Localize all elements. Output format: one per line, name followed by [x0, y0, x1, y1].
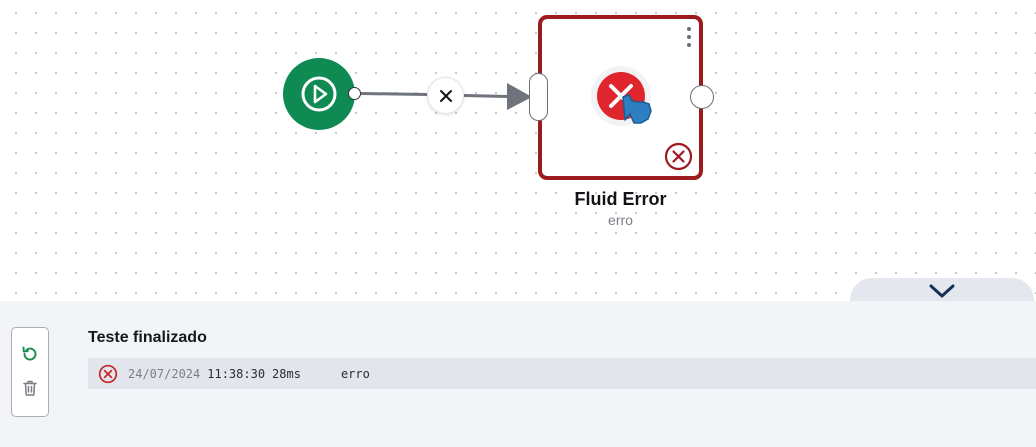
error-circle-icon	[98, 364, 118, 384]
delete-button[interactable]	[20, 378, 40, 398]
panel-title: Teste finalizado	[88, 329, 207, 346]
chevron-down-icon	[929, 284, 955, 298]
refresh-icon	[22, 346, 37, 361]
retry-button[interactable]	[20, 344, 40, 364]
log-row[interactable]: 24/07/2024 11:38:30 28ms erro	[88, 358, 1036, 389]
kebab-menu-icon[interactable]	[683, 25, 695, 49]
close-icon	[439, 89, 452, 102]
node-title: Fluid Error	[574, 189, 667, 209]
log-duration: 28ms	[272, 366, 301, 381]
error-pointer-icon	[591, 66, 652, 126]
log-node-name: erro	[340, 366, 370, 381]
log-time: 11:38:30	[207, 366, 266, 381]
edge-delete-button[interactable]	[427, 77, 464, 114]
workflow-edge	[360, 83, 532, 110]
start-output-handle[interactable]	[348, 87, 361, 100]
log-date: 24/07/2024	[128, 366, 201, 381]
node-output-handle[interactable]	[690, 85, 714, 109]
workflow-canvas[interactable]: Fluid Error erro	[0, 0, 1036, 302]
test-result-panel: Teste finalizado 24/07/2024 11:38:30 28m…	[0, 301, 1036, 447]
node-input-handle[interactable]	[529, 73, 548, 121]
play-icon	[301, 76, 337, 112]
node-subtitle: erro	[608, 212, 633, 228]
error-circle-icon	[664, 142, 693, 171]
trash-icon	[23, 380, 37, 396]
start-node[interactable]	[283, 58, 355, 130]
panel-actions	[11, 327, 49, 417]
